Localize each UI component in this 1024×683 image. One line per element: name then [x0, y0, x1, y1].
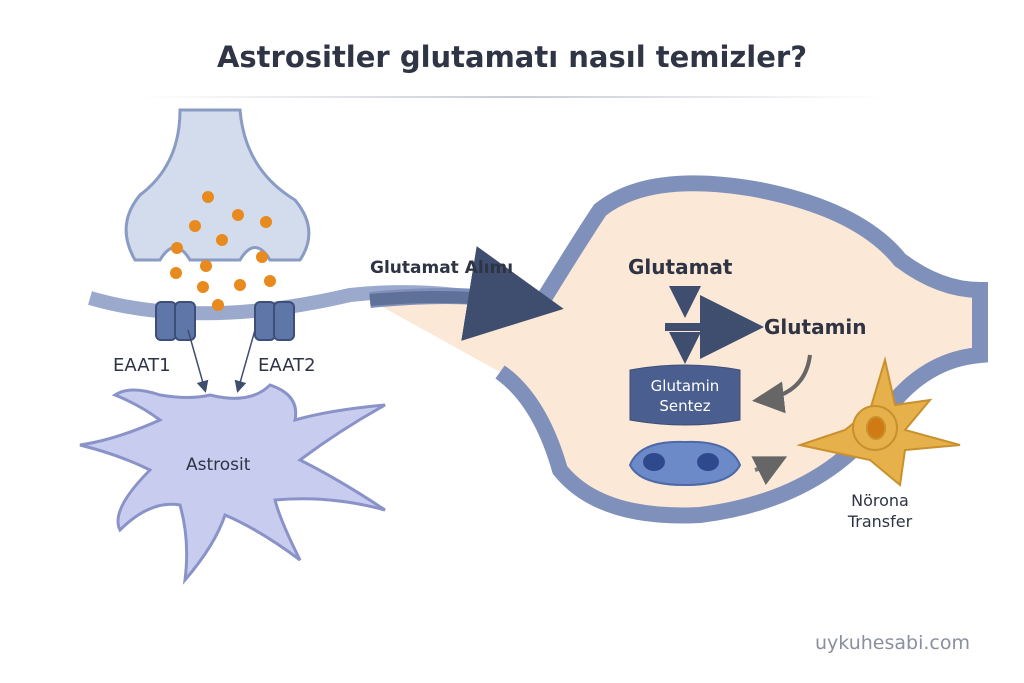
enzyme-box — [629, 364, 741, 426]
eaat2-label: EAAT2 — [258, 355, 316, 376]
astrocyte-cell — [79, 383, 386, 585]
glutamate-molecules — [170, 191, 276, 311]
neuron-cell — [796, 356, 961, 487]
glutamate-label: Glutamat — [628, 255, 733, 279]
watermark: uykuhesabi.com — [815, 632, 970, 654]
glutamine-label: Glutamin — [764, 315, 867, 339]
eaat1-label: EAAT1 — [113, 355, 171, 376]
transfer-arrow — [751, 456, 788, 486]
return-arrow — [752, 354, 812, 414]
title-divider — [140, 96, 885, 98]
transporter-channels — [155, 301, 295, 341]
page-title: Astrositler glutamatı nasıl temizler? — [216, 40, 808, 74]
astrocyte-label: Astrosit — [186, 455, 251, 475]
uptake-label: Glutamat Alımı — [370, 258, 514, 278]
vesicle — [628, 440, 742, 487]
